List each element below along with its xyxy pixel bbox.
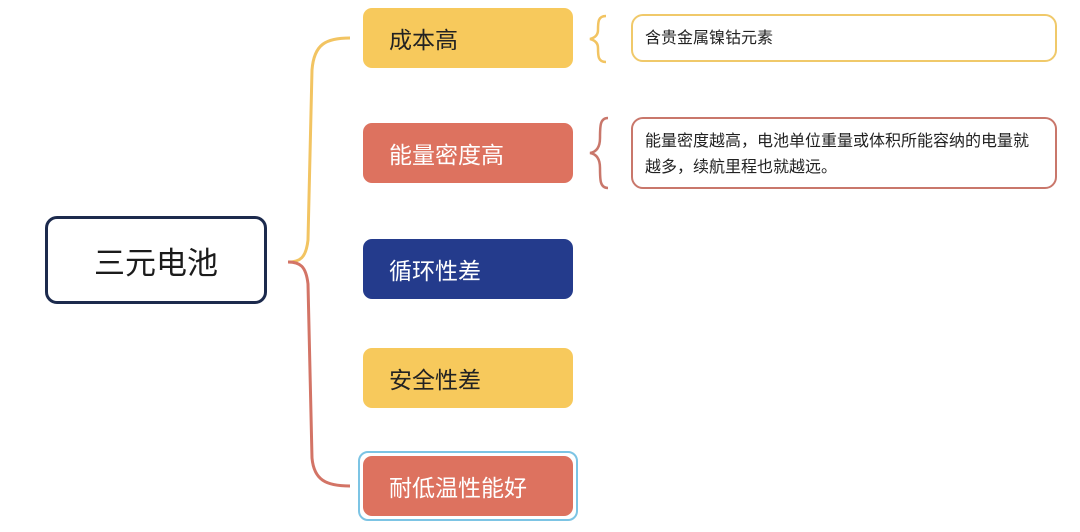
branch-label: 安全性差: [389, 368, 481, 394]
brace-note-2: [589, 116, 609, 190]
branch-label: 成本高: [389, 28, 458, 54]
branch-node-energy-density[interactable]: 能量密度高: [363, 123, 573, 183]
note-text: 含贵金属镍钴元素: [645, 28, 774, 47]
branch-node-cycle[interactable]: 循环性差: [363, 239, 573, 299]
connector-upper: [287, 36, 351, 264]
note-energy-density[interactable]: 能量密度越高，电池单位重量或体积所能容纳的电量就越多，续航里程也就越远。: [631, 117, 1057, 189]
note-cost[interactable]: 含贵金属镍钴元素: [631, 14, 1057, 62]
branch-node-safety[interactable]: 安全性差: [363, 348, 573, 408]
note-text: 能量密度越高，电池单位重量或体积所能容纳的电量就越多，续航里程也就越远。: [645, 131, 1030, 176]
root-label: 三元电池: [94, 245, 218, 282]
branch-label: 能量密度高: [389, 143, 504, 169]
selection-outline: [358, 451, 578, 521]
branch-node-low-temp[interactable]: 耐低温性能好: [363, 456, 573, 516]
branch-label: 耐低温性能好: [389, 476, 527, 502]
branch-label: 循环性差: [389, 259, 481, 285]
root-node[interactable]: 三元电池: [45, 216, 267, 304]
connector-lower: [287, 260, 351, 488]
branch-node-cost[interactable]: 成本高: [363, 8, 573, 68]
brace-note-1: [589, 14, 607, 64]
